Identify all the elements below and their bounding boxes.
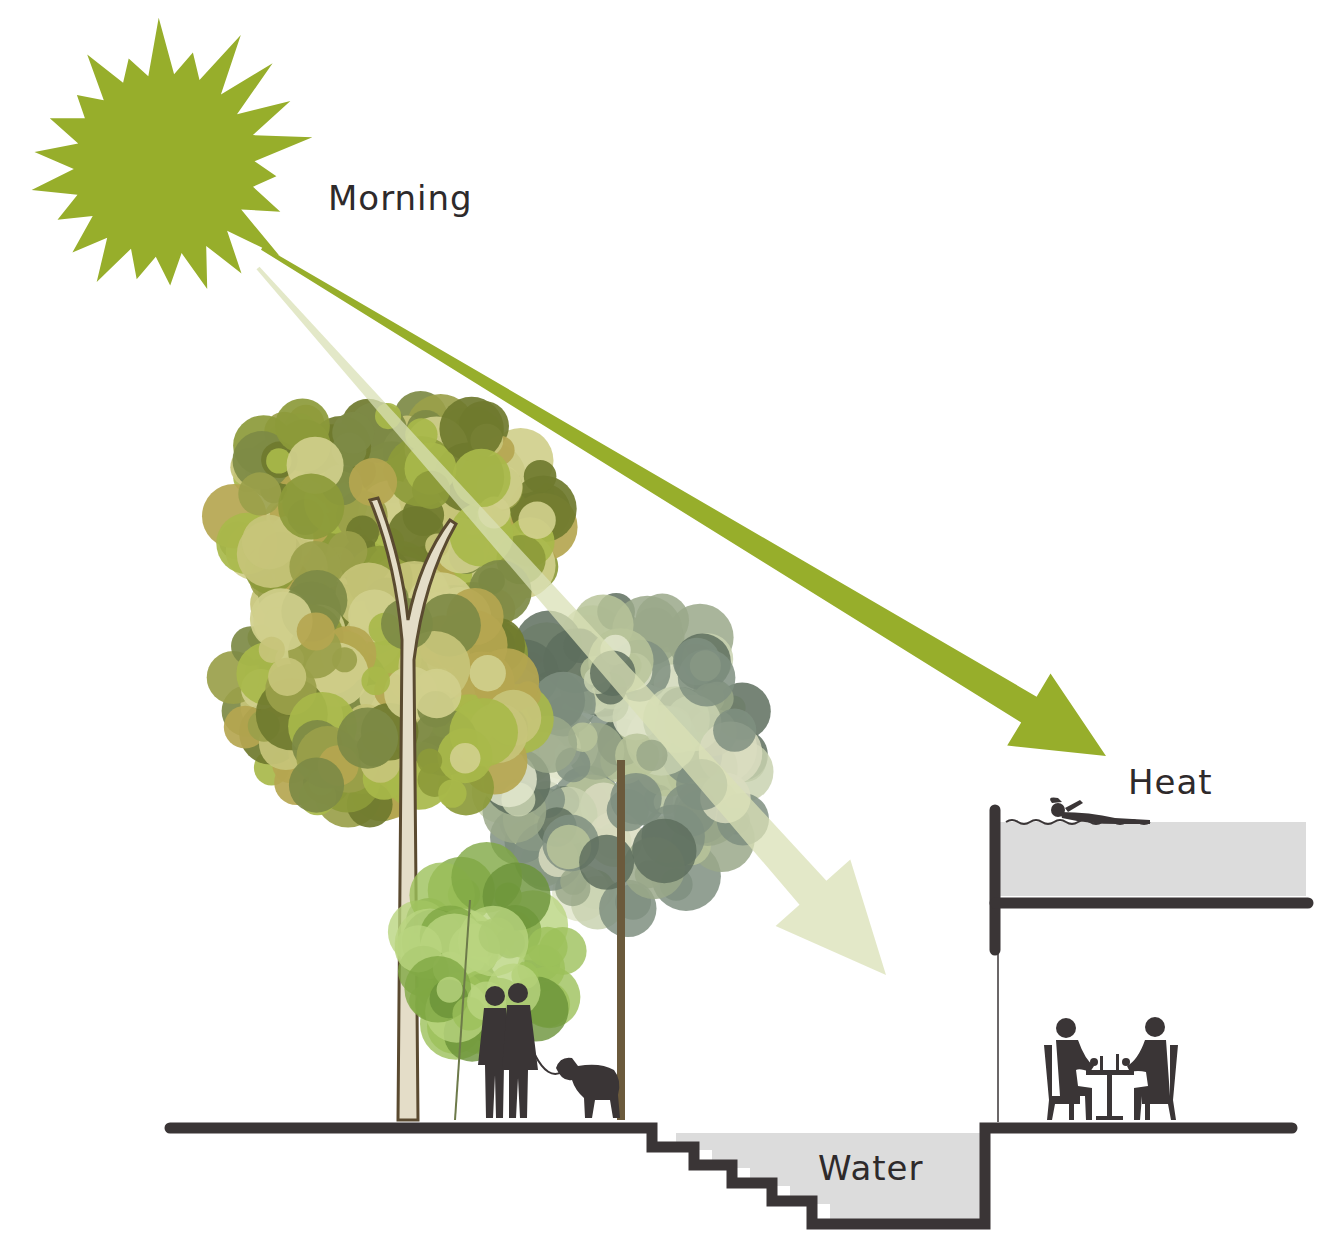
sun	[32, 18, 313, 289]
leaf-cluster	[332, 647, 357, 672]
section-label: Morning	[328, 178, 473, 218]
leaf-cluster	[518, 502, 555, 539]
leaf-cluster	[632, 819, 696, 883]
leaf-cluster	[361, 667, 390, 696]
glass-wall	[997, 950, 999, 1122]
person-head	[508, 983, 528, 1003]
leaf-cluster	[278, 473, 344, 539]
leaf-cluster	[678, 649, 736, 707]
leaf-cluster	[438, 779, 466, 807]
sun-ray-arrow	[261, 246, 1106, 756]
leaf-cluster	[238, 472, 281, 515]
wall	[990, 810, 1001, 950]
leaf-cluster	[524, 460, 557, 493]
people-silhouettes	[478, 983, 620, 1118]
dog	[556, 1058, 620, 1118]
sun-arrows	[257, 246, 1107, 975]
leaf-cluster	[337, 708, 398, 769]
leaf-cluster	[713, 709, 756, 752]
building-section	[995, 798, 1308, 1122]
shrub-stem	[455, 900, 470, 1120]
leaf-cluster	[332, 412, 374, 454]
section-label: Heat	[1128, 762, 1213, 802]
person-head	[485, 986, 505, 1006]
slab	[995, 898, 1308, 909]
leaf-cluster	[437, 977, 463, 1003]
leaf-cluster	[268, 658, 306, 696]
ground-section	[170, 1128, 1292, 1224]
leaf-cluster	[297, 612, 335, 650]
leaf-cluster	[417, 748, 442, 773]
leaf-cluster	[412, 669, 461, 718]
leaf-cluster	[450, 743, 481, 774]
leaf-cluster	[470, 655, 506, 691]
sun-starburst	[32, 18, 313, 289]
diners	[1044, 1017, 1178, 1120]
tree-trunk	[617, 760, 625, 1120]
leaf-cluster	[579, 835, 634, 890]
leaf-cluster	[527, 927, 567, 967]
person-body	[502, 1005, 538, 1118]
ground-line	[170, 1128, 1292, 1224]
section-label: Water	[818, 1148, 924, 1188]
pale-sun-ray-arrow	[257, 267, 887, 975]
rooftop-pool	[1000, 822, 1306, 896]
leaf-cluster	[289, 758, 344, 813]
